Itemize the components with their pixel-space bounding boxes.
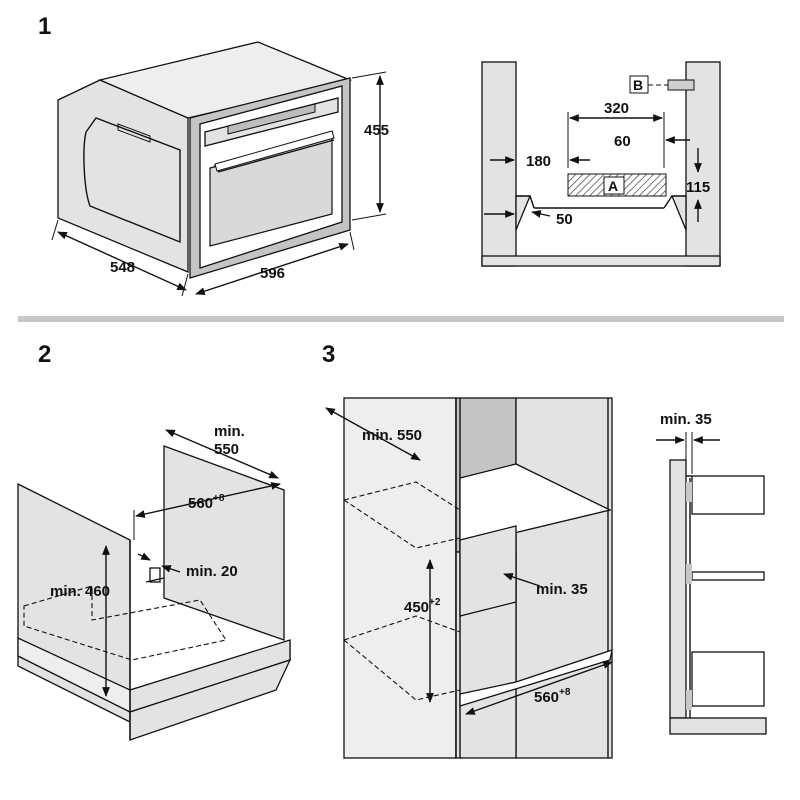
figure-3: 3 min. 550 450+2 xyxy=(322,341,767,759)
dim-oven-width: 596 xyxy=(195,231,355,295)
dim-label-cutout-offset-right: 60 xyxy=(614,133,631,150)
figure-number-2: 2 xyxy=(38,341,51,368)
figure-2: 2 min. 550 560+8 xyxy=(17,341,292,741)
dim-label-cutout-bottom: 50 xyxy=(556,211,573,228)
dim-label-tall-width-tol: +8 xyxy=(559,687,571,698)
cutout-label-b: B xyxy=(633,77,643,93)
dim-tall-depth: min. 550 xyxy=(325,407,422,461)
dim-label-cabinet-depth-line1: min. xyxy=(214,423,245,440)
dim-label-cabinet-depth: min. 550 xyxy=(214,423,249,458)
dim-label-cabinet-width-tol: +8 xyxy=(213,493,225,504)
section-divider xyxy=(18,316,784,322)
dim-tall-width: 560+8 xyxy=(465,661,613,715)
dim-cabinet-depth: min. 550 xyxy=(165,423,279,479)
dim-label-tall-gap: min. 35 xyxy=(536,581,588,598)
dim-label-cutout-width: 320 xyxy=(604,100,629,117)
dim-label-depth: 548 xyxy=(110,259,135,276)
dim-cabinet-gap: min. 20 xyxy=(137,552,238,580)
cutout-label-a: A xyxy=(608,178,618,194)
svg-text:560+8: 560+8 xyxy=(534,687,571,706)
svg-text:560+8: 560+8 xyxy=(188,493,225,512)
dim-label-side-gap: min. 35 xyxy=(660,411,712,428)
dim-cabinet-width: 560+8 xyxy=(133,482,281,540)
cutout-section: A B 320 60 180 115 50 xyxy=(481,61,721,267)
side-section: min. 35 xyxy=(656,411,767,735)
dim-label-cutout-height: 115 xyxy=(686,179,710,196)
dim-label-tall-height-tol: +2 xyxy=(429,597,441,608)
figure-number-3: 3 xyxy=(322,341,335,368)
dim-oven-height: 455 xyxy=(351,71,389,221)
figure-1: 1 455 xyxy=(38,13,721,297)
dim-label-cutout-offset-left: 180 xyxy=(526,153,551,170)
tall-cabinet xyxy=(343,397,613,759)
dim-oven-depth: 548 xyxy=(51,219,189,297)
dim-tall-height: 450+2 xyxy=(404,559,441,703)
oven-isometric xyxy=(57,41,353,279)
dim-cabinet-height: min. 460 xyxy=(50,545,110,697)
svg-text:450+2: 450+2 xyxy=(404,597,441,616)
dim-label-cabinet-depth-line2: 550 xyxy=(214,441,239,458)
dim-label-tall-depth: min. 550 xyxy=(362,427,422,444)
dim-label-width: 596 xyxy=(260,265,285,282)
dim-label-height: 455 xyxy=(364,122,389,139)
figure-number-1: 1 xyxy=(38,13,51,40)
dim-label-cabinet-height: min. 460 xyxy=(50,583,110,600)
dim-label-cabinet-gap: min. 20 xyxy=(186,563,238,580)
dim-label-tall-width: 560 xyxy=(534,689,559,706)
dim-label-tall-height: 450 xyxy=(404,599,429,616)
dim-label-cabinet-width: 560 xyxy=(188,495,213,512)
dim-tall-gap: min. 35 xyxy=(503,573,588,598)
